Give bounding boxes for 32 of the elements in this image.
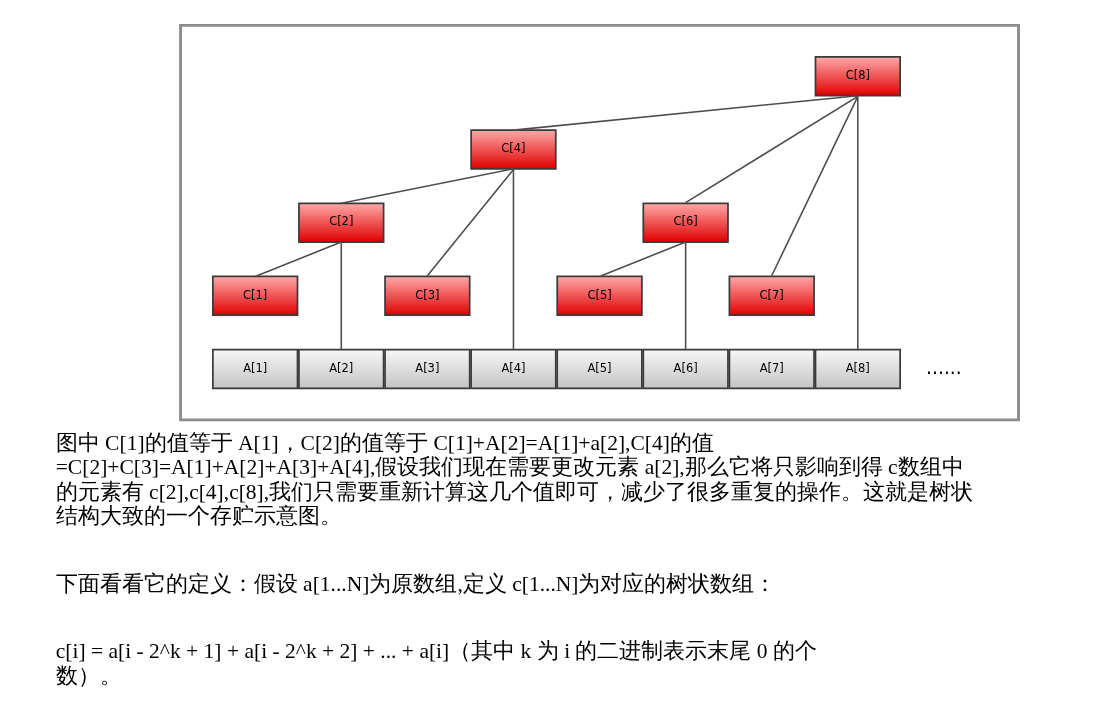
node-box: A[3]: [383, 348, 471, 390]
cluster: [178, 23, 1020, 422]
connector: [339, 168, 514, 205]
connector: [253, 241, 342, 278]
connector: [512, 94, 859, 131]
label: c[i] = a[i - 2^k + 1] + a[i - 2^k + 2] + ... + a[i]（其中 k 为 i 的二进制表示末尾 0 的个数）。: [55, 639, 817, 688]
node-box: A[8]: [814, 348, 901, 390]
node-box: C[8]: [814, 56, 901, 97]
node-box: C[7]: [728, 275, 815, 317]
connector: [684, 241, 686, 350]
node-box: C[4]: [469, 129, 557, 170]
label: 下面看看它的定义：假设 a[1...N]为原数组,定义 c[1...N]为对应的树状数组：: [55, 571, 777, 596]
node-box: A[5]: [555, 348, 643, 390]
node-box: C[5]: [555, 275, 643, 317]
node-box: C[6]: [641, 202, 729, 243]
node-box: C[2]: [297, 202, 384, 243]
connector: [426, 168, 514, 277]
node-box: A[2]: [297, 348, 384, 390]
connector: [684, 95, 859, 204]
label: 图中 C[1]的值等于 A[1]，C[2]的值等于 C[1]+A[2]=A[1]+a[2],C[4]的值=C[2]+C[3]=A[1]+A[2]+A[3]+A[4],假设我们现在需要更改元素 a[2],那么它将只影响到得 c数组中的元素有 c[2],c[4],c[8],我们只需要重新计算这几个值即可，减少了很多重复的操作。这就是树状结构大致的一个存贮示意图。: [55, 431, 973, 529]
connector: [339, 241, 342, 350]
node-box: A[7]: [728, 348, 815, 390]
connector: [856, 95, 859, 350]
label: ......: [925, 356, 962, 378]
node-box: C[3]: [383, 275, 471, 317]
node-box: A[4]: [469, 348, 557, 390]
connector: [770, 95, 859, 277]
node-box: A[1]: [211, 348, 298, 390]
node-box: C[1]: [211, 275, 298, 317]
node-box: A[6]: [641, 348, 729, 390]
connector: [512, 168, 514, 350]
connector: [598, 241, 686, 278]
